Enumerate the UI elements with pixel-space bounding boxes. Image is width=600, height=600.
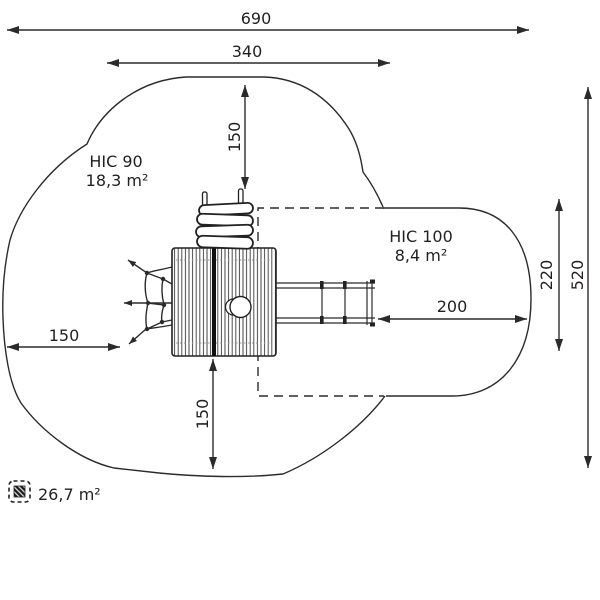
total-area-legend: 26,7 m² (8, 480, 101, 504)
label-bottom-clearance: 150 (193, 399, 212, 430)
hic90-zone-outline (2, 76, 386, 478)
hic90-zone-area: 18,3 m² (86, 171, 149, 190)
label-top-clearance: 150 (225, 122, 244, 153)
total-area-label: 26,7 m² (38, 485, 101, 504)
label-hic90-width: 340 (232, 42, 263, 61)
climbing-net (124, 259, 173, 345)
label-overall-height: 520 (568, 260, 587, 291)
hic100-zone-area: 8,4 m² (395, 246, 448, 265)
net-mesh (144, 272, 173, 330)
hic100-zone-outline-dashed (257, 207, 384, 397)
spiral-loop (196, 234, 254, 250)
label-left-clearance: 150 (49, 326, 80, 345)
hic90-zone-name: HIC 90 (89, 152, 142, 171)
hic100-zone-outline-solid (383, 207, 532, 397)
deck-hole (229, 295, 252, 319)
dimension-labels: 690 340 150 150 150 200 220 520 (49, 9, 587, 429)
total-area-icon-hatch (13, 485, 26, 498)
label-overall-width: 690 (241, 9, 272, 28)
label-hic100-height: 220 (537, 260, 556, 291)
tower-deck (171, 247, 277, 357)
hic100-zone-name: HIC 100 (389, 227, 453, 246)
net-knots (144, 270, 167, 332)
dimension-annotations (7, 26, 592, 469)
label-right-clearance: 200 (437, 297, 468, 316)
play-tower (171, 247, 277, 357)
zone-outlines (2, 76, 532, 478)
net-anchor-rope-top (127, 259, 173, 274)
zone-labels: HIC 90 18,3 m² HIC 100 8,4 m² (86, 152, 453, 265)
total-area-icon-outer (8, 480, 31, 503)
bridge-walkway (274, 279, 375, 327)
bridge-fixings (320, 279, 375, 327)
spiral-climber (195, 188, 254, 250)
tower-center-beam (212, 248, 216, 356)
